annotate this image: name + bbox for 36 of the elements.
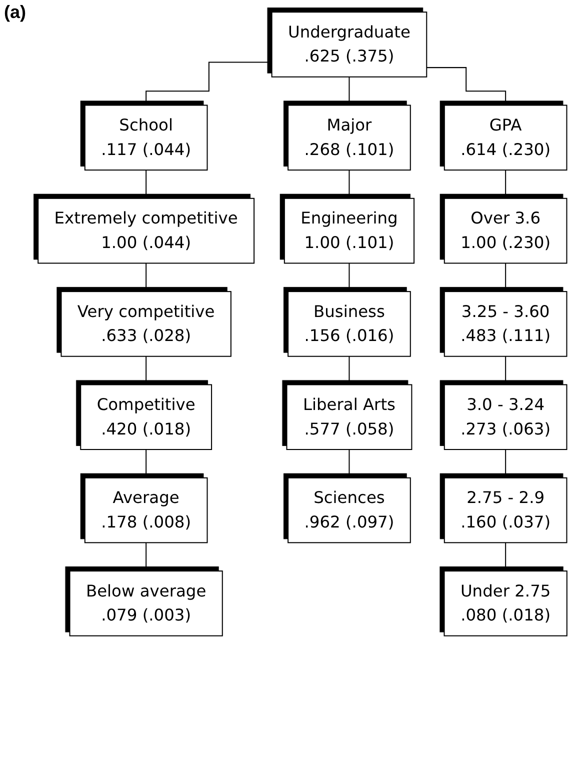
connector	[348, 449, 350, 478]
connector	[146, 262, 147, 292]
connector	[505, 356, 506, 386]
node-box: Undergraduate .625 (.375)	[271, 12, 428, 78]
node-box: Under 2.75 .080 (.018)	[444, 570, 568, 636]
panel-label: (a)	[4, 2, 26, 23]
node-box: School .117 (.044)	[84, 104, 208, 171]
node-box: Very competitive .633 (.028)	[60, 291, 232, 357]
connector	[348, 170, 350, 199]
node-box: GPA .614 (.230)	[444, 104, 568, 171]
connector	[146, 170, 147, 199]
connector	[146, 62, 272, 106]
node-box: 2.75 - 2.9 .160 (.037)	[444, 477, 568, 544]
node-box: Competitive .420 (.018)	[80, 384, 212, 450]
node-box: Extremely competitive 1.00 (.044)	[38, 198, 255, 264]
node-box: Major .268 (.101)	[288, 104, 411, 171]
connector	[426, 67, 506, 106]
connector	[146, 356, 147, 386]
node-box: Below average .079 (.003)	[69, 570, 223, 636]
connector	[348, 356, 350, 386]
connector	[505, 170, 506, 199]
node-box: Sciences .962 (.097)	[288, 477, 411, 544]
node-box: Over 3.6 1.00 (.230)	[444, 198, 568, 264]
node-box: Engineering 1.00 (.101)	[284, 198, 415, 264]
node-box: Liberal Arts .577 (.058)	[286, 384, 412, 450]
node-box: 3.0 - 3.24 .273 (.063)	[444, 384, 568, 450]
connector	[505, 542, 506, 572]
connector	[146, 449, 147, 478]
node-box: Average .178 (.008)	[84, 477, 208, 544]
node-box: Business .156 (.016)	[288, 291, 411, 357]
connector	[348, 76, 350, 106]
node-box: 3.25 - 3.60 .483 (.111)	[444, 291, 568, 357]
connector	[348, 262, 350, 292]
connector	[505, 262, 506, 292]
connector	[146, 542, 147, 572]
connector	[505, 449, 506, 478]
